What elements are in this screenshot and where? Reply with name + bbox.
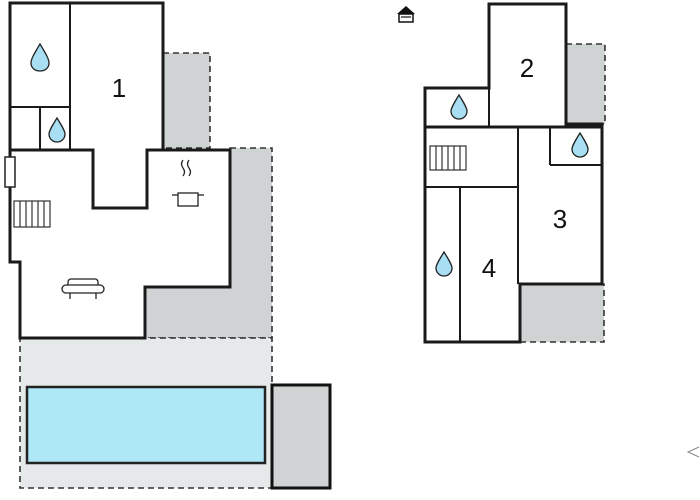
room-label-4: 4 <box>482 253 496 283</box>
house-icon <box>397 6 415 23</box>
corner-mark <box>686 446 700 458</box>
stairs-icon <box>13 200 51 228</box>
room-label-1: 1 <box>112 73 126 103</box>
stairs-icon <box>429 145 467 171</box>
kitchen-pot-icon <box>172 159 204 207</box>
water-drop-icon <box>48 116 66 143</box>
water-drop-icon <box>30 42 50 72</box>
window-marker <box>4 156 16 188</box>
terrace-top-left <box>162 52 211 149</box>
terrace-upper-right <box>565 43 606 125</box>
terrace-right <box>144 147 273 339</box>
terrace-lower-right <box>519 283 605 343</box>
sofa-icon <box>61 278 105 299</box>
water-drop-icon <box>435 250 453 277</box>
room1-wall-bottom <box>10 148 163 210</box>
terrace-pool-side <box>270 383 332 490</box>
upper-floor-outline <box>423 2 604 344</box>
room-label-3: 3 <box>553 204 567 234</box>
water-drop-icon <box>450 93 468 120</box>
ground-floor-outline <box>8 1 232 340</box>
pool <box>25 385 267 465</box>
water-drop-icon <box>571 131 589 158</box>
room-label-2: 2 <box>520 53 534 83</box>
